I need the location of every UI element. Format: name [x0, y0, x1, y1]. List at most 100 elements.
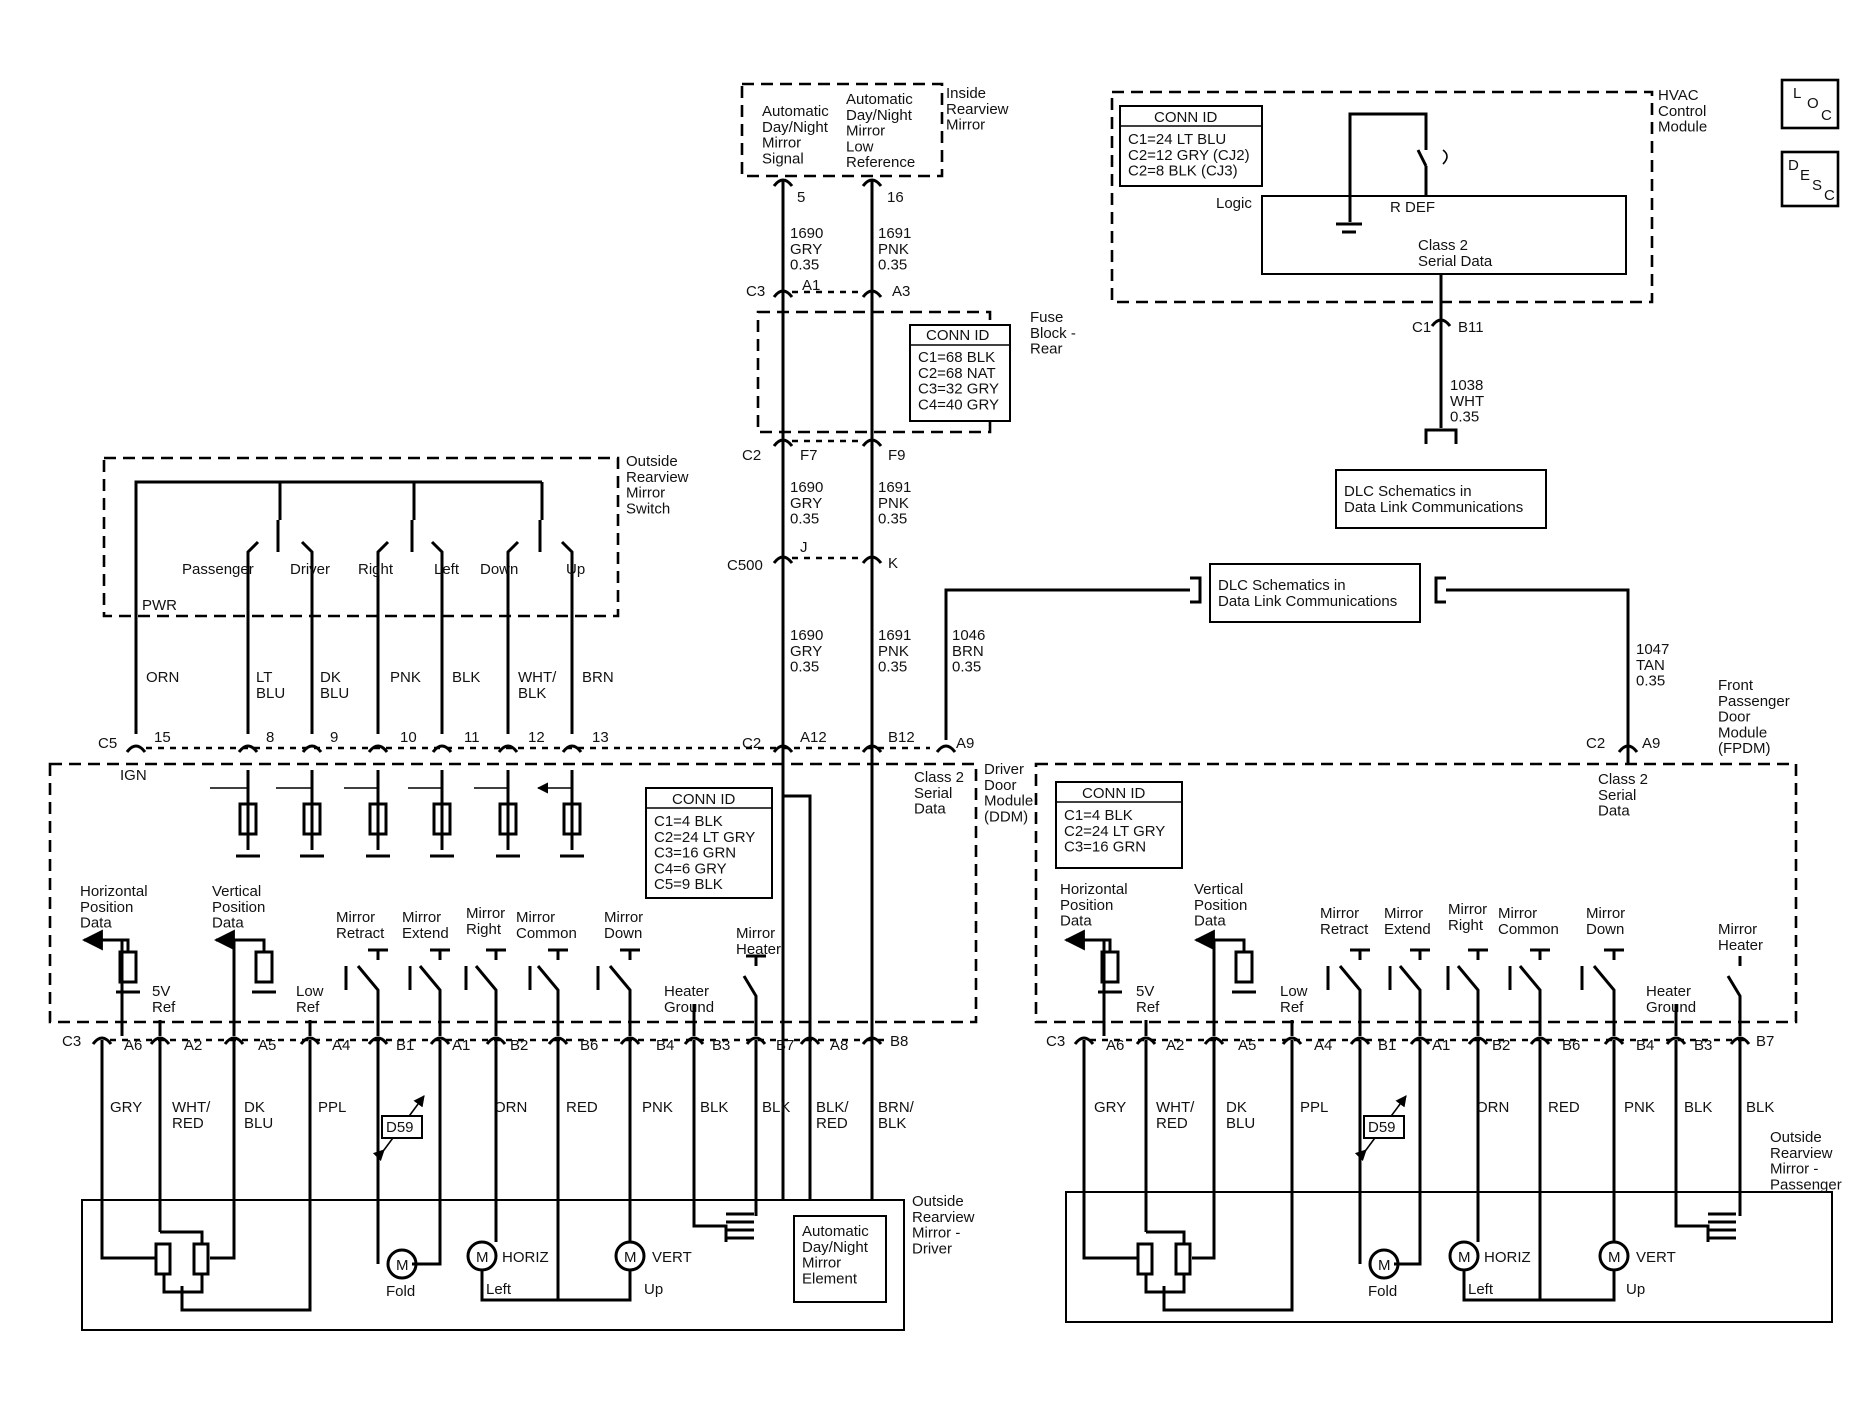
svg-text:B7: B7	[776, 1037, 794, 1054]
pwr-label: PWR	[142, 597, 177, 614]
svg-text:B1: B1	[396, 1037, 414, 1054]
svg-text:RED: RED	[566, 1099, 598, 1116]
d59-label: D59	[386, 1119, 414, 1136]
switch-position-label: Passenger	[182, 561, 254, 578]
fold-label: Fold	[386, 1283, 415, 1300]
svg-text:BLK/RED: BLK/RED	[816, 1099, 849, 1132]
svg-text:BLK: BLK	[1684, 1099, 1712, 1116]
desc-letter: S	[1812, 177, 1822, 194]
switch-position-label: Down	[480, 561, 518, 578]
svg-text:C2: C2	[742, 735, 761, 752]
svg-text:A6: A6	[124, 1037, 142, 1054]
up-label: Up	[1626, 1281, 1645, 1298]
svg-text:PPL: PPL	[318, 1099, 346, 1116]
terminal-glyphs	[772, 178, 883, 564]
conn-id-title: CONN ID	[926, 327, 990, 344]
fold-motor-icon: M	[396, 1257, 409, 1274]
svg-text:A5: A5	[258, 1037, 276, 1054]
svg-text:B2: B2	[510, 1037, 528, 1054]
ddm-c3-terminal-glyphs	[91, 1036, 883, 1045]
svg-text:PNK: PNK	[642, 1099, 673, 1116]
svg-text:WHT/RED: WHT/RED	[1156, 1099, 1195, 1132]
svg-text:A4: A4	[1314, 1037, 1332, 1054]
svg-text:C3: C3	[62, 1033, 81, 1050]
svg-text:A6: A6	[1106, 1037, 1124, 1054]
svg-text:A2: A2	[1166, 1037, 1184, 1054]
mirror-harness-wires	[781, 180, 874, 1208]
svg-text:B6: B6	[580, 1037, 598, 1054]
svg-text:IGN: IGN	[120, 767, 147, 784]
d59-label: D59	[1368, 1119, 1396, 1136]
up-label: Up	[644, 1281, 663, 1298]
connector-label: C2	[742, 447, 761, 464]
vert-label: VERT	[1636, 1249, 1676, 1266]
left-label: Left	[1468, 1281, 1494, 1298]
d59-driver[interactable]: D59	[381, 1115, 423, 1139]
svg-text:B8: B8	[890, 1033, 908, 1050]
svg-text:A5: A5	[1238, 1037, 1256, 1054]
svg-text:A4: A4	[332, 1037, 350, 1054]
fold-label: Fold	[1368, 1283, 1397, 1300]
svg-text:B4: B4	[656, 1037, 674, 1054]
desc-letter: D	[1788, 157, 1799, 174]
svg-text:BLK: BLK	[1746, 1099, 1774, 1116]
svg-text:BRN/BLK: BRN/BLK	[878, 1099, 915, 1132]
svg-text:PPL: PPL	[1300, 1099, 1328, 1116]
pin-label: 5	[797, 189, 805, 206]
horiz-label: HORIZ	[1484, 1249, 1531, 1266]
vert-label: VERT	[652, 1249, 692, 1266]
loc-letter: O	[1807, 95, 1819, 112]
svg-text:WHT/RED: WHT/RED	[172, 1099, 211, 1132]
svg-text:RED: RED	[1548, 1099, 1580, 1116]
fpdm-c3-pin-labels: C3 A6 A2 A5 A4 B1 A1 B2 B6 B4 B3 B7	[1046, 1033, 1774, 1054]
svg-text:ORN: ORN	[146, 669, 179, 686]
switch-position-label: Driver	[290, 561, 330, 578]
svg-text:B1: B1	[1378, 1037, 1396, 1054]
pin-label: J	[800, 539, 808, 556]
svg-text:C5: C5	[98, 735, 117, 752]
desc-icon[interactable]: D E S C	[1780, 150, 1840, 208]
pin-label: A9	[1642, 735, 1660, 752]
pin-label: F7	[800, 447, 818, 464]
conn-id-title: CONN ID	[672, 791, 736, 808]
loc-icon[interactable]: L O C	[1780, 78, 1840, 130]
svg-text:B7: B7	[1756, 1033, 1774, 1050]
svg-text:ORN: ORN	[1476, 1099, 1509, 1116]
c5-terminal-glyphs	[125, 744, 957, 753]
d59-passenger[interactable]: D59	[1363, 1115, 1405, 1139]
fold-motor-icon: M	[1378, 1257, 1391, 1274]
svg-text:PNK: PNK	[1624, 1099, 1655, 1116]
svg-text:GRY: GRY	[110, 1099, 142, 1116]
connector-label: C500	[727, 557, 763, 574]
